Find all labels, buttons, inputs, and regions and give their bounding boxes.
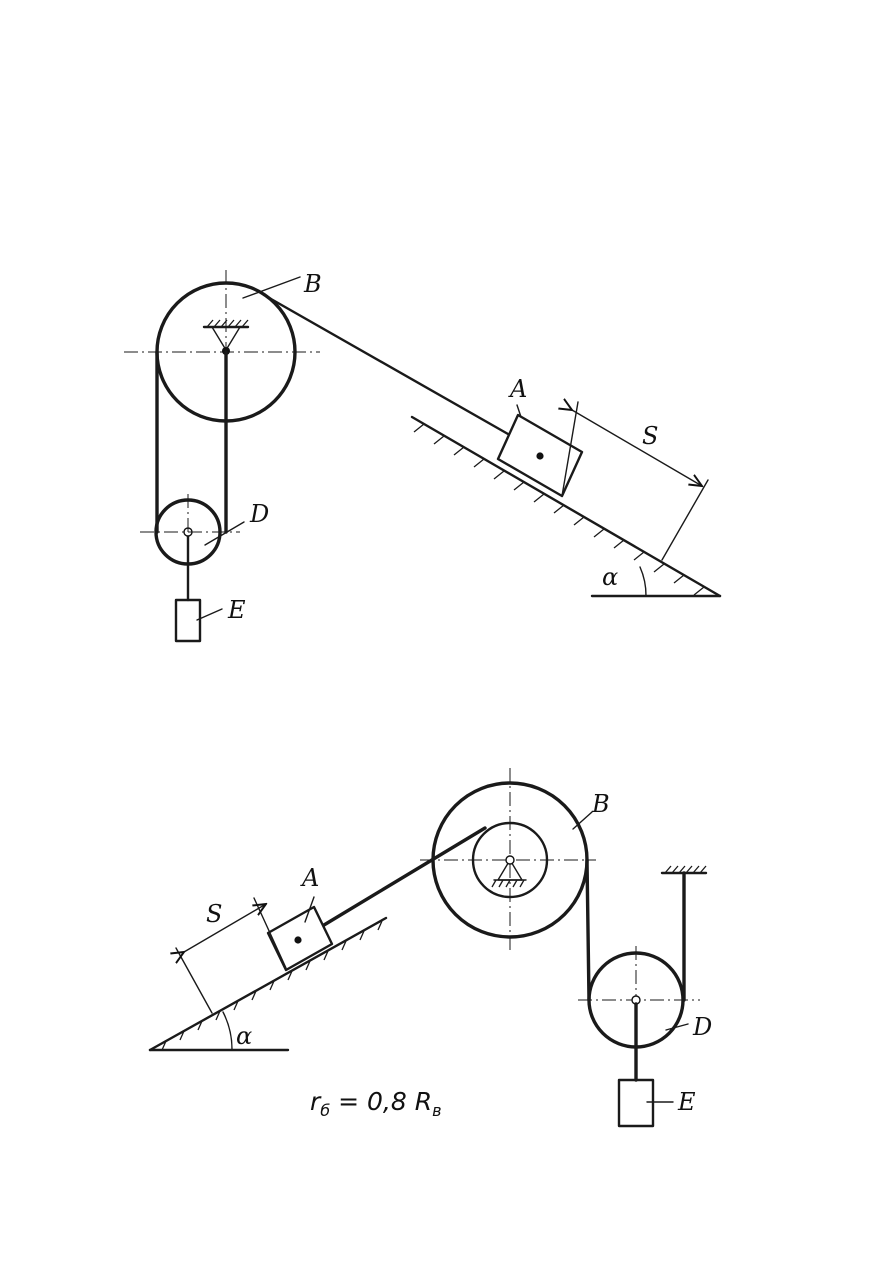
formula-radius-ratio: rб = 0,8 Rв xyxy=(310,1087,442,1120)
label-weight-e-2: E xyxy=(677,1088,696,1116)
pulley-b xyxy=(124,270,320,432)
weight-e-2 xyxy=(617,1078,655,1128)
incline-plane xyxy=(410,415,722,598)
label-block-a-2: A xyxy=(300,864,319,892)
rope-a-to-drum xyxy=(322,826,487,927)
label-angle: α xyxy=(602,563,618,591)
rope-system xyxy=(155,293,510,602)
label-angle-2: α xyxy=(236,1022,252,1050)
pulley-d xyxy=(140,494,240,570)
pulley-d-2 xyxy=(578,946,700,1082)
label-pulley-d: D xyxy=(249,500,269,528)
figure-2: B A S D E α rб = 0,8 Rв xyxy=(148,768,712,1128)
ceiling-support xyxy=(660,865,708,1002)
label-distance-s-2: S xyxy=(206,900,222,928)
distance-s-2 xyxy=(176,897,287,1014)
weight-e xyxy=(174,598,202,643)
incline-plane-2 xyxy=(148,916,388,1052)
block-a-2 xyxy=(266,896,334,972)
label-pulley-d-2: D xyxy=(692,1013,712,1041)
label-pulley-b: B xyxy=(303,270,322,298)
label-weight-e: E xyxy=(227,596,246,624)
pulley-b-2 xyxy=(420,768,596,950)
rope-b-to-d xyxy=(585,858,591,1002)
distance-s xyxy=(562,402,709,561)
label-distance-s: S xyxy=(642,422,658,450)
figure-1: B A S D E α xyxy=(124,270,722,643)
label-pulley-b-2: B xyxy=(591,790,610,818)
label-block-a: A xyxy=(508,375,527,403)
